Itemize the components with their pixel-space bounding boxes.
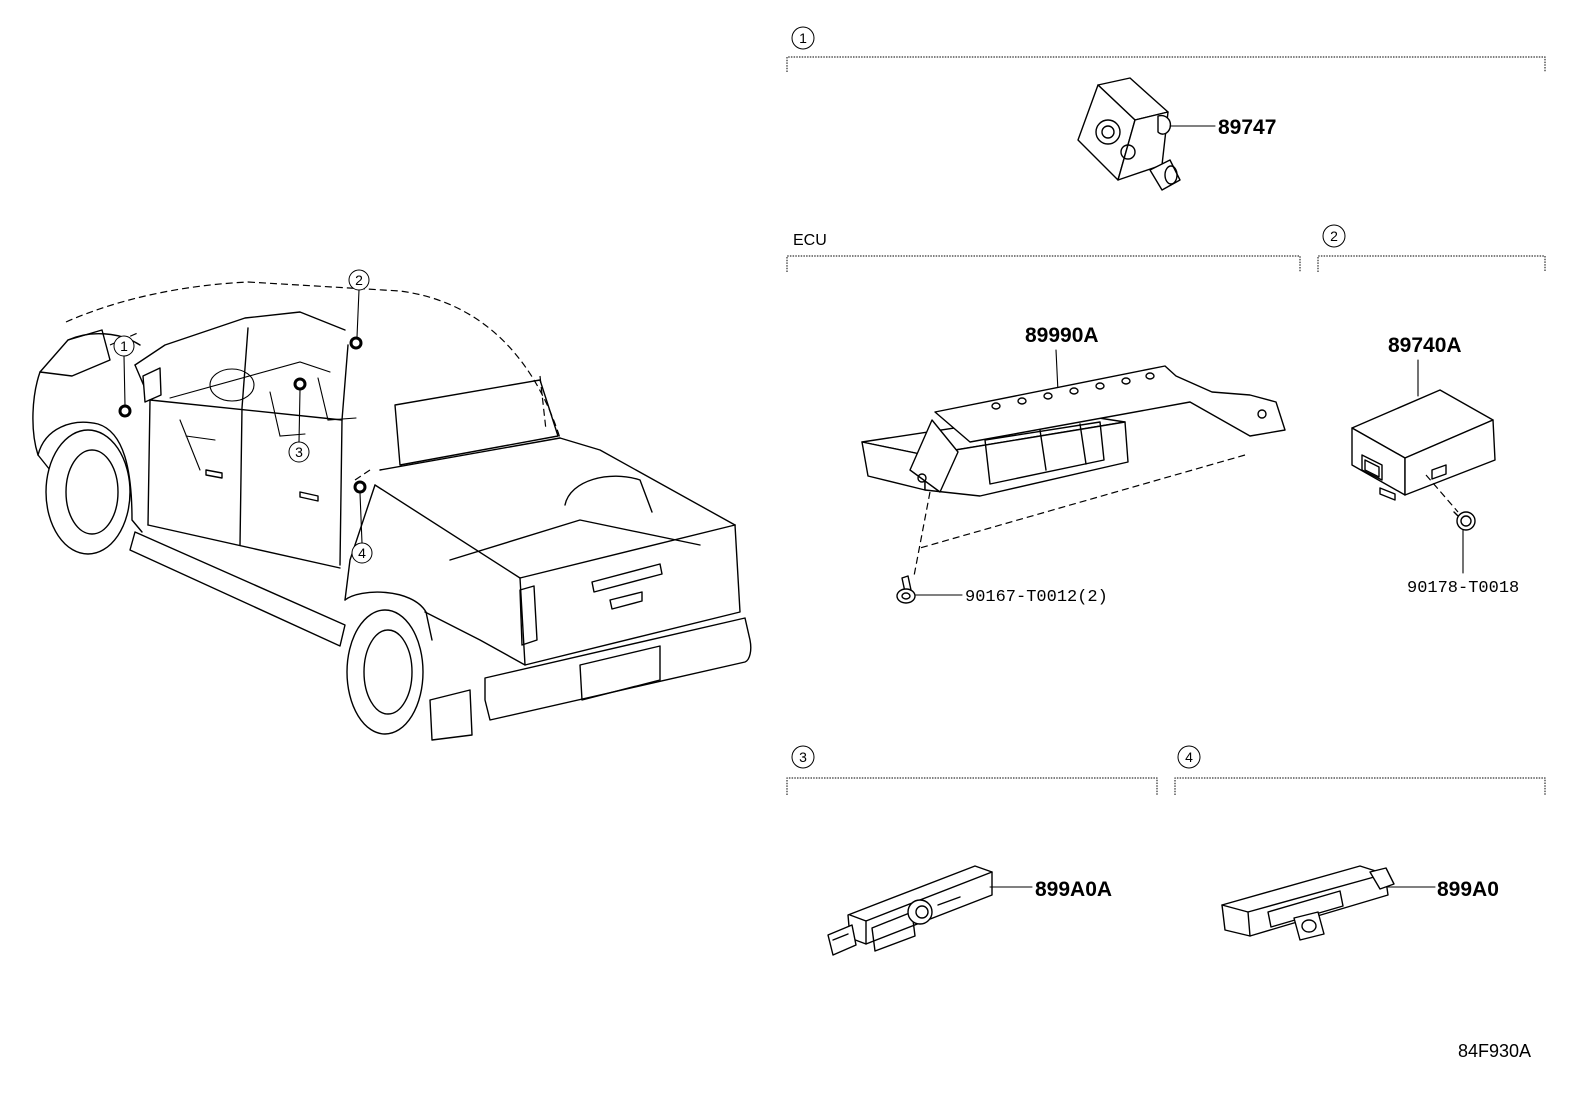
- part-drawing-899A0: [1221, 865, 1395, 941]
- vehicle-tailgate-handle: [591, 563, 663, 593]
- vehicle-callout-1-label: 1: [120, 338, 128, 354]
- part-drawing-90167-T0012: [896, 575, 916, 604]
- section-2: 2 89740A 90178-T0018: [1317, 224, 1546, 598]
- vehicle-rear-door-handle: [299, 491, 319, 502]
- vehicle-hood-top: [65, 281, 249, 323]
- section-1-callout-circle: [791, 26, 815, 50]
- part-drawing-89990A: [861, 365, 1286, 497]
- vehicle-front-wheel: [45, 429, 131, 555]
- section-ecu-label: ECU: [793, 232, 827, 249]
- vehicle-front-door-edge: [147, 399, 151, 526]
- vehicle-rear-wheel-arch: [344, 591, 433, 641]
- vehicle-tailgate: [519, 524, 741, 666]
- vehicle-tailgate-top: [519, 524, 736, 579]
- vehicle-taillight: [519, 585, 538, 646]
- vehicle-front-face: [32, 371, 51, 471]
- vehicle-windshield: [134, 311, 346, 366]
- vehicle-bed-side: [344, 484, 526, 666]
- part-number-899A0A[interactable]: 899A0A: [1035, 878, 1112, 901]
- section-2-callout: 2: [1330, 228, 1338, 244]
- part-drawing-90178-T0018: [1453, 511, 1476, 531]
- part-drawing-89747: [1077, 77, 1181, 191]
- vehicle-callout-1: 1: [113, 335, 135, 418]
- vehicle-c-pillar: [339, 344, 349, 566]
- vehicle-callout-3: 3: [288, 377, 310, 463]
- vehicle-side-mirror: [142, 367, 162, 403]
- part-drawing-899A0A: [827, 865, 993, 956]
- section-3-callout: 3: [799, 749, 807, 765]
- section-4: 4 899A0: [1174, 745, 1546, 941]
- part-number-90178-T0018[interactable]: 90178-T0018: [1407, 579, 1519, 598]
- vehicle-front-fender: [37, 421, 143, 533]
- part-number-89990A[interactable]: 89990A: [1025, 324, 1099, 347]
- vehicle-door-bottom: [147, 524, 341, 569]
- vehicle-hood-edge: [67, 332, 141, 346]
- vehicle-callout-2-label: 2: [355, 272, 363, 288]
- vehicle-callout-3-label: 3: [295, 444, 303, 460]
- vehicle-steering-wheel: [209, 368, 255, 402]
- vehicle-b-pillar: [239, 327, 249, 546]
- vehicle-headlight: [39, 329, 111, 377]
- location-marker-1: [118, 404, 132, 418]
- part-number-89740A[interactable]: 89740A: [1388, 334, 1462, 357]
- section-ecu: ECU 89990A: [786, 232, 1301, 607]
- vehicle-bed-wheel-well: [564, 475, 653, 513]
- vehicle-illustration: [32, 281, 752, 741]
- vehicle-bed-right-rail: [559, 437, 736, 526]
- section-3-bracket: [786, 777, 1158, 795]
- section-3: 3 899A0A: [786, 745, 1158, 956]
- vehicle-callout-4: 4: [351, 480, 373, 564]
- vehicle-mud-flap: [429, 689, 473, 741]
- section-1-bracket: [786, 56, 1546, 72]
- vehicle-roof-line: [247, 281, 561, 439]
- section-4-callout: 4: [1185, 749, 1193, 765]
- part-number-89747[interactable]: 89747: [1218, 116, 1276, 139]
- vehicle-callout-2: 2: [348, 269, 370, 350]
- vehicle-dashboard: [169, 361, 331, 399]
- section-2-callout-circle: [1322, 224, 1346, 248]
- location-marker-3: [293, 377, 307, 391]
- assembly-line-89990A: [913, 454, 1246, 577]
- vehicle-seat: [269, 377, 357, 437]
- vehicle-front-door-handle: [205, 469, 223, 479]
- vehicle-running-board: [129, 531, 346, 647]
- location-marker-4: [353, 480, 367, 494]
- assembly-line-89740A: [1425, 474, 1459, 513]
- part-number-90167-T0012[interactable]: 90167-T0012(2): [965, 588, 1108, 607]
- part-number-899A0[interactable]: 899A0: [1437, 878, 1499, 901]
- vehicle-bed-floor: [449, 519, 701, 561]
- vehicle-bed-front-wall: [379, 437, 561, 471]
- location-marker-2: [349, 336, 363, 350]
- vehicle-license-plate: [579, 645, 661, 701]
- section-4-callout-circle: [1177, 745, 1201, 769]
- section-1-callout: 1: [799, 30, 807, 46]
- figure-code: 84F930A: [1458, 1041, 1531, 1061]
- vehicle-beltline: [149, 399, 343, 421]
- section-1: 1 89747: [786, 26, 1546, 191]
- vehicle-tailgate-latch: [609, 591, 643, 610]
- vehicle-floor-console: [179, 419, 216, 471]
- section-3-callout-circle: [791, 745, 815, 769]
- vehicle-rear-wheel: [346, 609, 424, 735]
- vehicle-bed-left-rail: [374, 484, 521, 579]
- vehicle-callout-4-label: 4: [358, 545, 366, 561]
- leader-89990A: [1055, 349, 1059, 393]
- vehicle-cab-rear-window: [394, 379, 559, 466]
- section-4-bracket: [1174, 777, 1546, 795]
